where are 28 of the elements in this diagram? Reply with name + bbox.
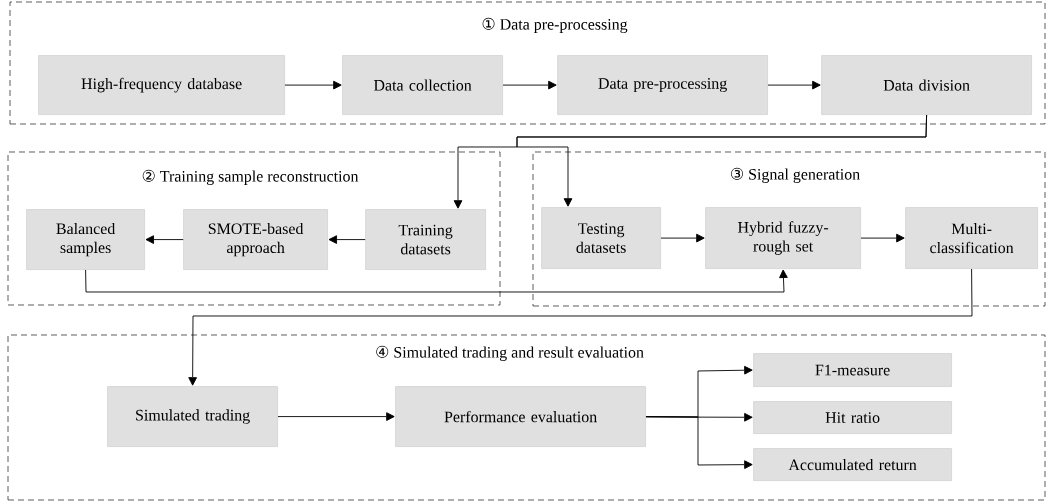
arrow: [767, 80, 821, 90]
process-box: Multi-classification: [905, 207, 1038, 269]
process-box: Training datasets: [365, 209, 486, 270]
process-box: SMOTE-based approach: [183, 209, 328, 270]
arrow: [85, 269, 788, 293]
process-box: Data pre-processing: [557, 55, 768, 115]
process-box: Simulated trading: [107, 386, 278, 447]
process-box: Hit ratio: [753, 401, 952, 434]
arrow: [860, 233, 905, 243]
arrow: [328, 235, 366, 244]
arrow: [188, 268, 973, 386]
process-box: Testing datasets: [541, 207, 661, 269]
process-box: Data division: [821, 55, 1032, 115]
process-box: F1-measure: [753, 353, 952, 387]
arrow: [502, 80, 557, 90]
process-box: Accumulated return: [753, 448, 952, 481]
arrow: [277, 412, 395, 421]
arrow: [516, 114, 928, 207]
process-box: Balanced samples: [26, 209, 145, 270]
process-box: Data collection: [342, 55, 503, 115]
arrow: [645, 412, 753, 422]
arrow: [645, 416, 753, 469]
arrow: [660, 233, 705, 243]
process-box: Hybrid fuzzy-rough set: [705, 207, 861, 269]
arrow: [284, 80, 342, 90]
arrow: [145, 235, 184, 244]
process-box: Performance evaluation: [395, 386, 646, 447]
process-box: High-frequency database: [38, 55, 285, 115]
